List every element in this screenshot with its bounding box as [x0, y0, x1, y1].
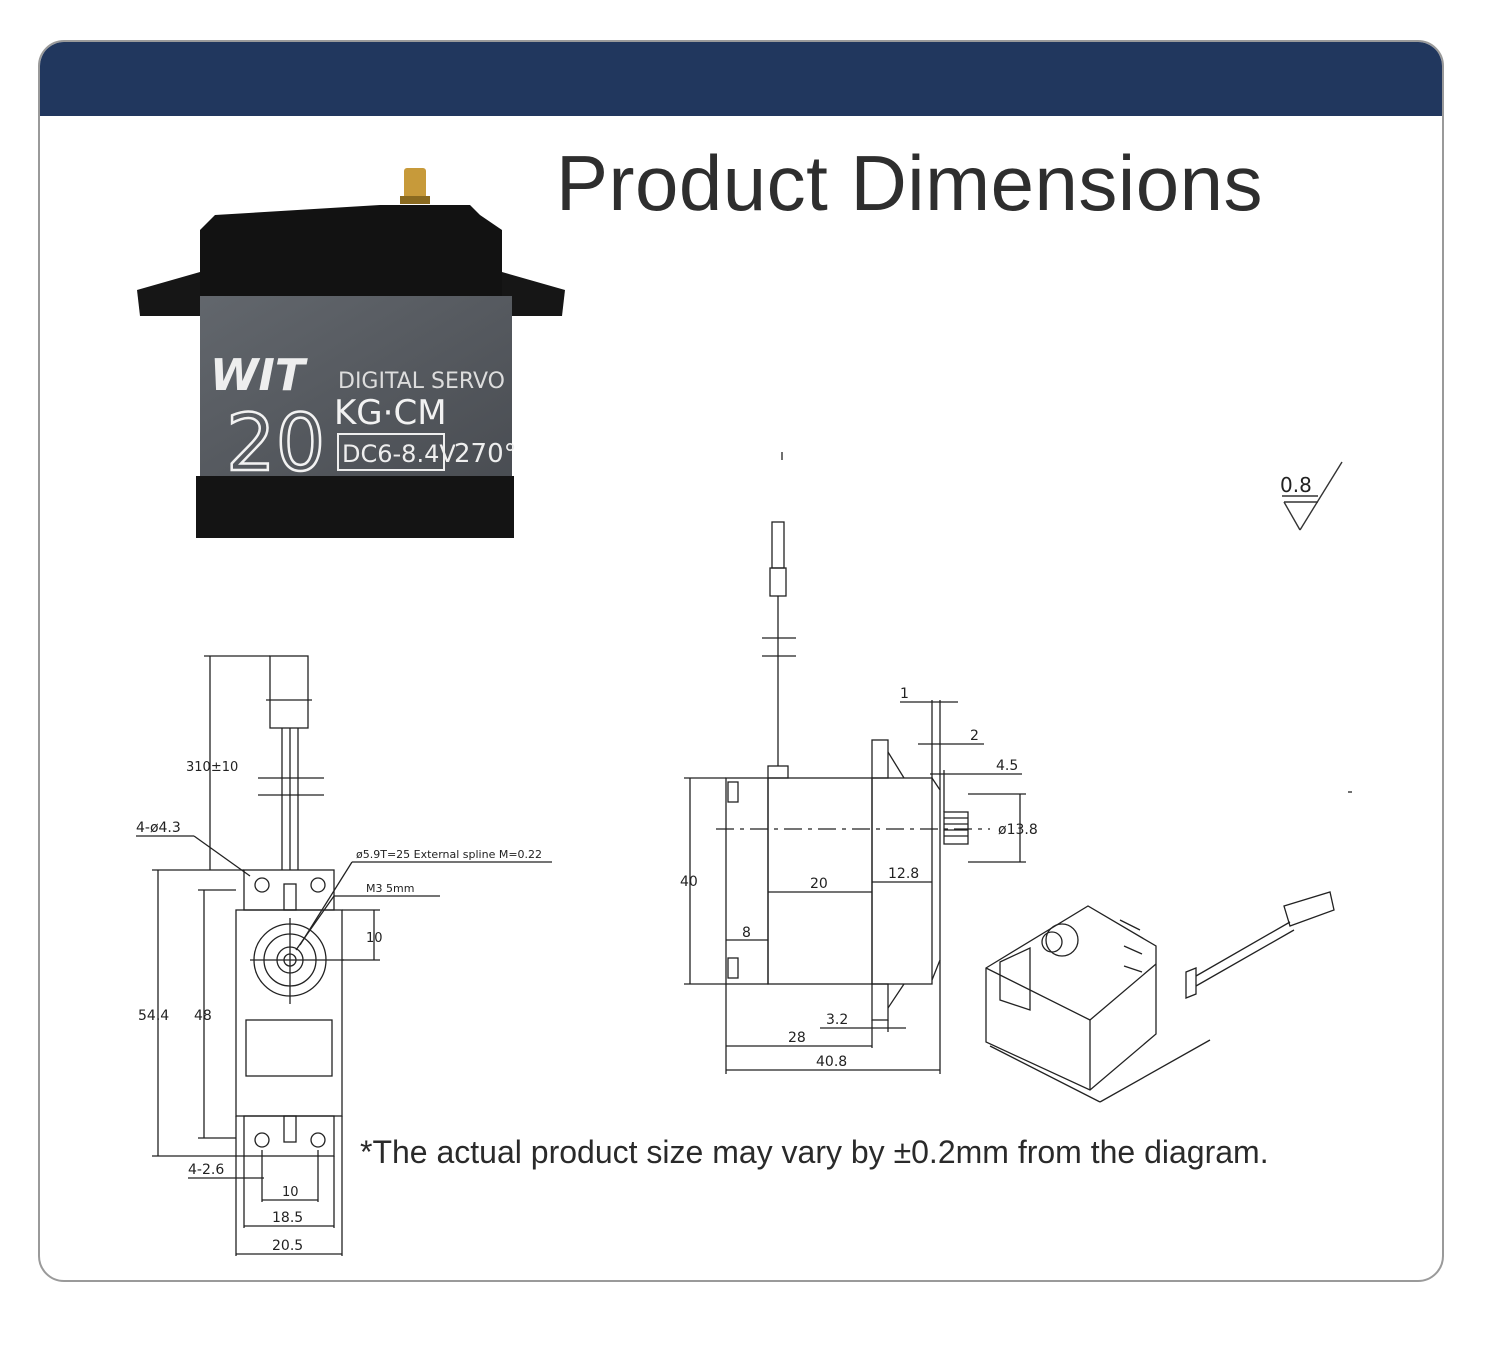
total-length-dim: 40.8 [816, 1054, 847, 1070]
roughness-value: 0.8 [1280, 473, 1312, 497]
section-20-dim: 20 [810, 876, 828, 892]
screw-spec: M3 5mm [366, 882, 414, 895]
torque-unit-label: KG·CM [334, 393, 447, 433]
spline-spec: ø5.9T=25 External spline M=0.22 [356, 848, 542, 861]
isometric-drawing [985, 891, 1335, 1103]
offset-1-dim: 1 [900, 686, 909, 702]
total-height-dim: 54.4 [138, 1008, 169, 1024]
length-28-dim: 28 [788, 1030, 806, 1046]
body-height-dim: 48 [194, 1008, 212, 1024]
inner-width-dim: 18.5 [272, 1210, 303, 1226]
voltage-label: DC6-8.4V [342, 440, 456, 468]
side-height-dim: 40 [680, 874, 698, 890]
page-title: Product Dimensions [556, 139, 1263, 227]
mount-holes-dim: 4-ø4.3 [136, 820, 181, 836]
torque-value-label: 20 [226, 399, 325, 489]
digital-servo-label: DIGITAL SERVO [338, 369, 505, 394]
servo-product-photo: WIT DIGITAL SERVO 20 KG·CM DC6-8.4V 270° [137, 168, 565, 538]
offset-4-5-dim: 4.5 [996, 758, 1018, 774]
hole-spacing-dim: 10 [282, 1185, 299, 1200]
side-view-drawing [684, 452, 1026, 1074]
flange-3-2-dim: 3.2 [826, 1012, 848, 1028]
front-view-drawing [136, 655, 552, 1256]
slot-dim: 4-2.6 [188, 1162, 224, 1178]
header-bar [40, 42, 1442, 116]
size-tolerance-note: *The actual product size may vary by ±0.… [360, 1134, 1269, 1170]
shaft-diameter-dim: ø13.8 [998, 822, 1038, 838]
section-12-8-dim: 12.8 [888, 866, 919, 882]
angle-label: 270° [454, 439, 517, 469]
cable-length-dim: 310±10 [186, 760, 238, 775]
offset-2-dim: 2 [970, 728, 979, 744]
vertical-10-dim: 10 [366, 931, 383, 946]
brand-logo: WIT [210, 350, 308, 401]
section-8-dim: 8 [742, 925, 751, 941]
total-width-dim: 20.5 [272, 1238, 303, 1254]
surface-roughness-symbol [1282, 461, 1343, 531]
